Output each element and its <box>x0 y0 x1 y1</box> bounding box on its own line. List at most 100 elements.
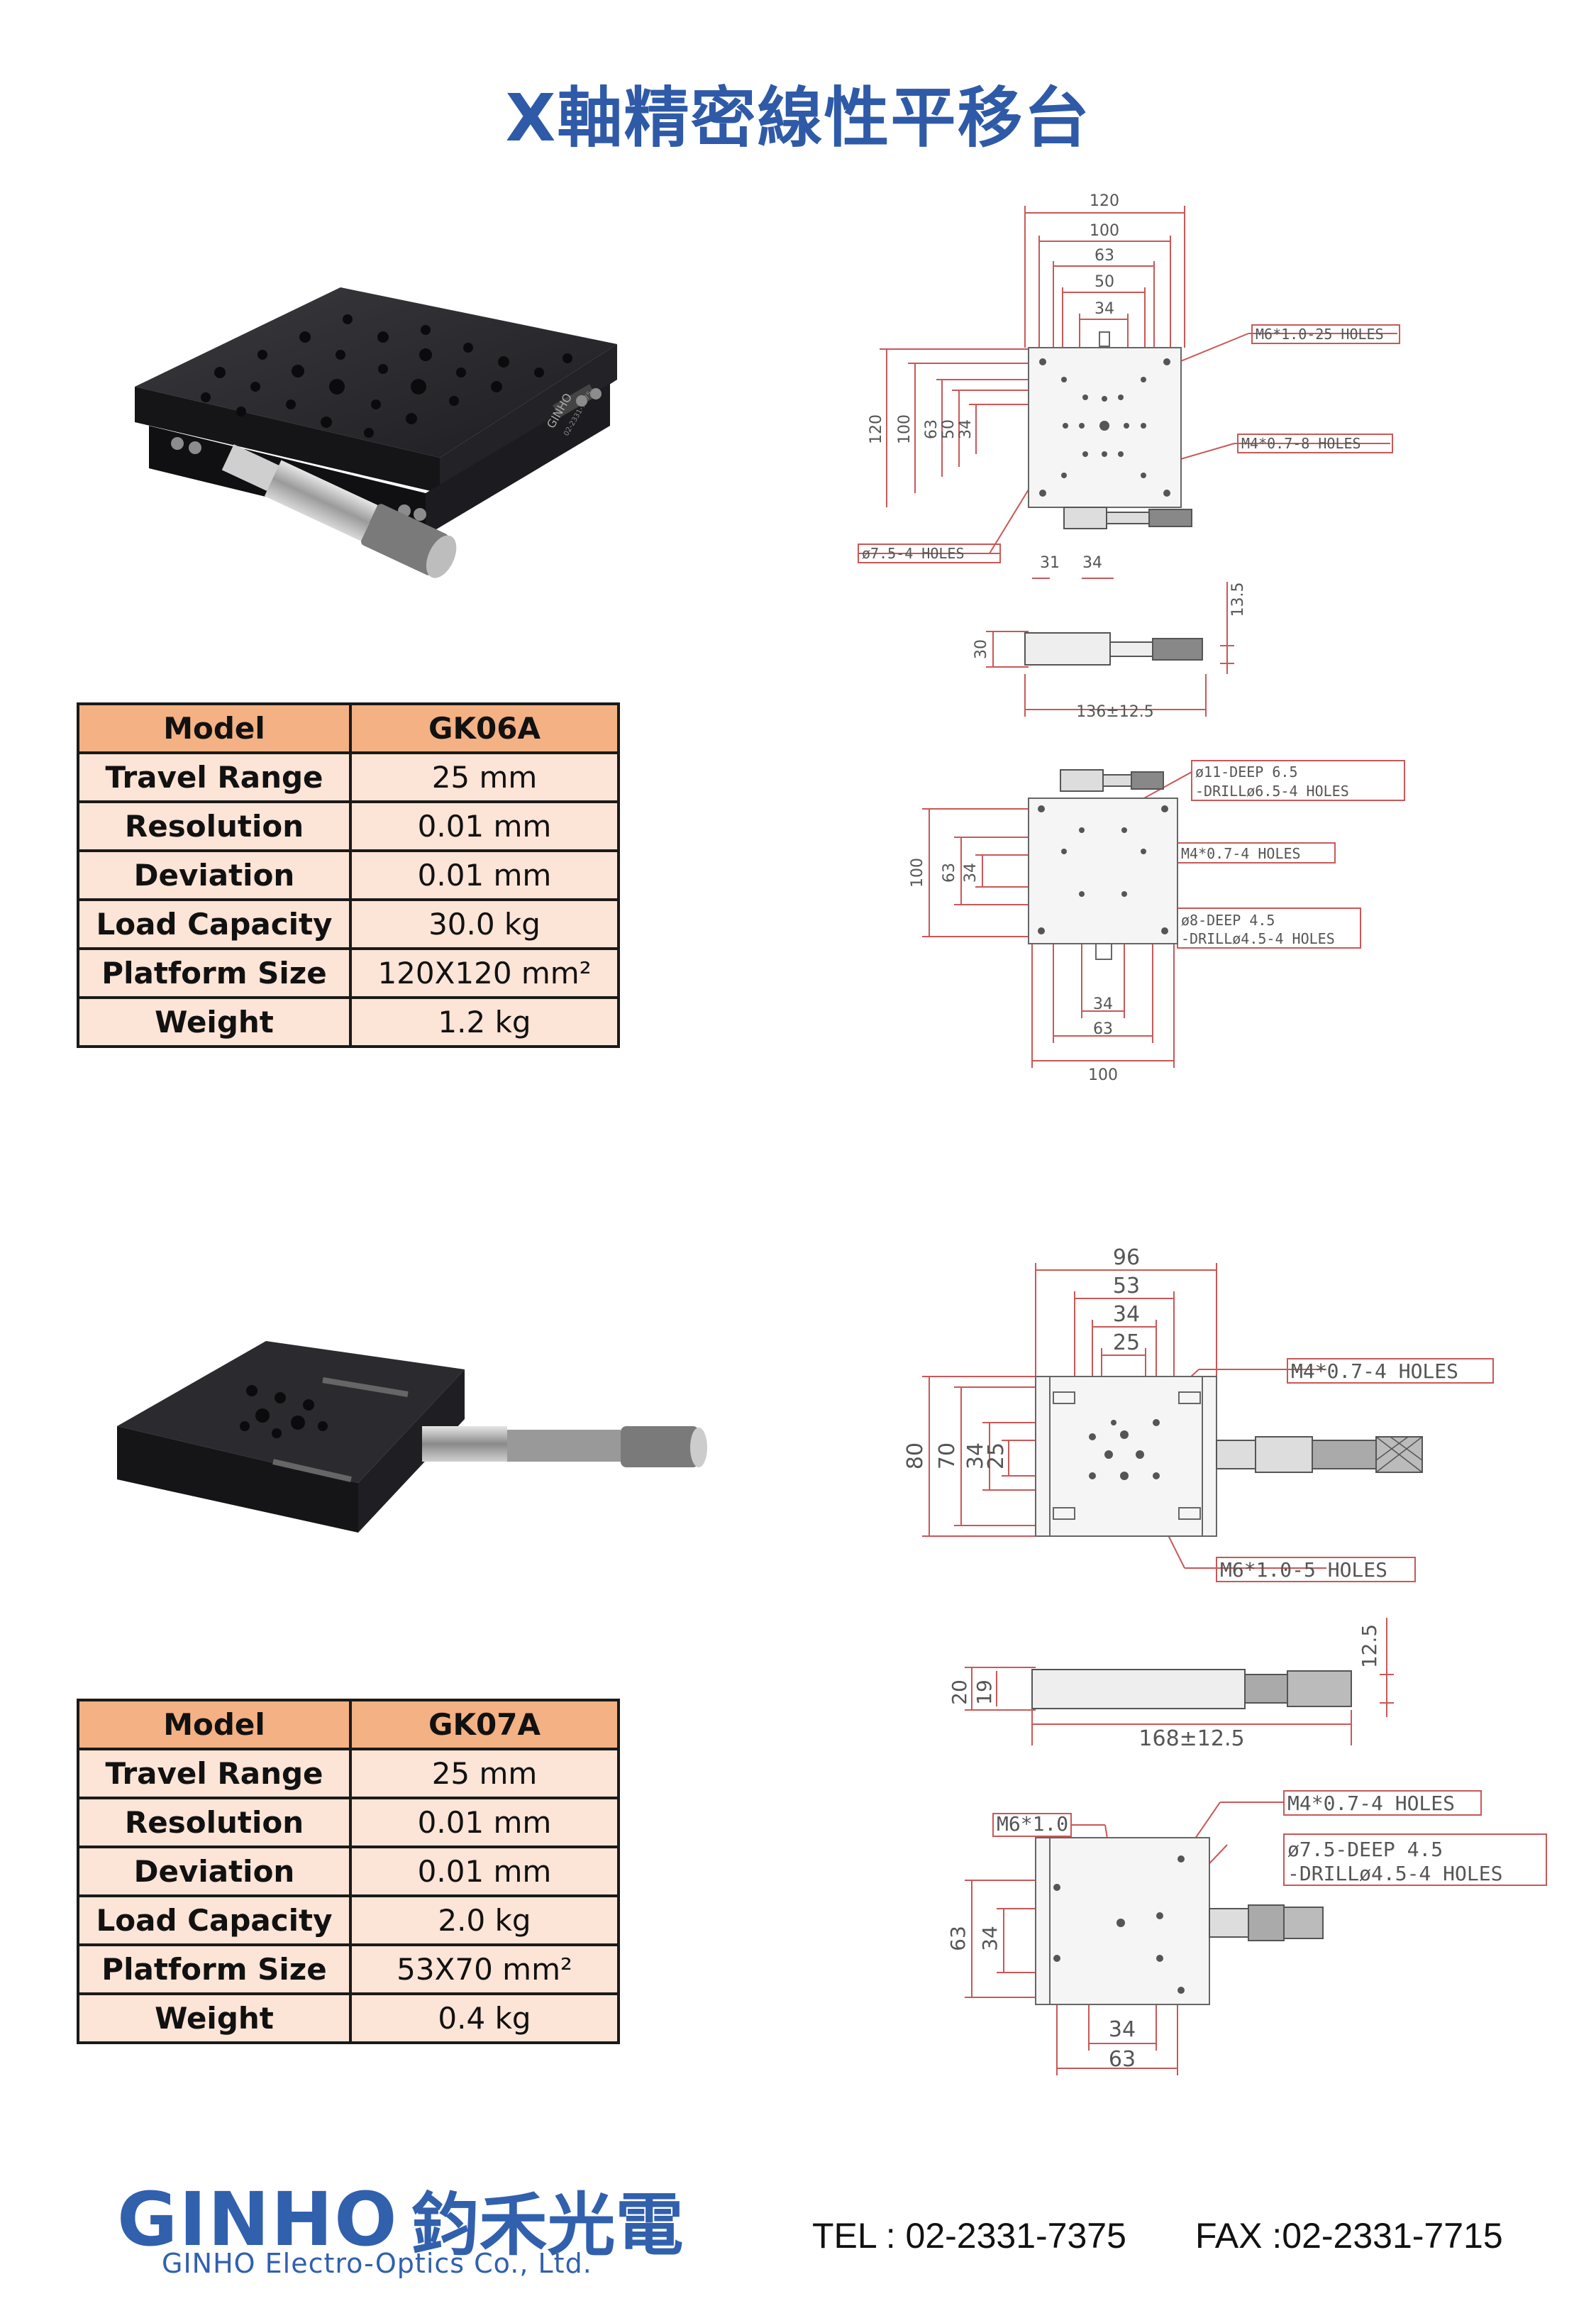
spec-value: GK07A <box>349 1699 620 1750</box>
bv2-bottom-0: 34 <box>1109 2017 1136 2042</box>
dim-bottom-1: 34 <box>1082 554 1102 572</box>
bv-bottom-0: 34 <box>1093 995 1113 1013</box>
spec-label: Load Capacity <box>77 898 352 950</box>
callout-m4: M4*0.7-8 HOLES <box>1241 435 1361 452</box>
contact-tel: TEL : 02-2331-7375 <box>812 2216 1126 2256</box>
spec-label: Platform Size <box>77 947 352 999</box>
spec-value: 30.0 kg <box>349 898 620 950</box>
bv-side-2: 34 <box>962 863 980 883</box>
spec-value: 120X120 mm² <box>349 947 620 999</box>
spec-label: Travel Range <box>77 1748 352 1799</box>
gk06a-photo: GINHO 02-2331-7375 <box>135 287 617 578</box>
side-length: 136±12.5 <box>1076 703 1153 721</box>
gk07a-side-drawing: 20 19 12.5 168±12.5 <box>951 1618 1394 1751</box>
company-name: GINHO Electro-Optics Co., Ltd. <box>162 2248 592 2279</box>
bv-side-1: 63 <box>941 863 958 883</box>
bv2-bottom-1: 63 <box>1109 2047 1136 2072</box>
dim-side-0: 120 <box>868 414 885 444</box>
spec-label: Model <box>77 702 352 754</box>
dim2-side-2: 34 <box>963 1442 988 1469</box>
bv2-callout-0: M4*0.7-4 HOLES <box>1287 1792 1455 1815</box>
bv-callout-3: ø8-DEEP 4.5 <box>1181 912 1275 929</box>
dim-top-4: 34 <box>1095 300 1114 318</box>
dim-side-2: 63 <box>923 419 941 439</box>
spec-label: Weight <box>77 1992 352 2044</box>
gk06a-top-drawing: 120 100 63 50 34 120 100 63 50 34 31 34 … <box>858 192 1400 579</box>
bv-callout-4: -DRILLø4.5-4 HOLES <box>1181 930 1335 947</box>
spec-value: 2.0 kg <box>349 1894 620 1946</box>
gk07a-top-drawing: 96 53 34 25 80 70 34 25 M4*0.7-4 HOLES M… <box>903 1245 1494 1582</box>
bv-callout-0: ø11-DEEP 6.5 <box>1195 763 1298 780</box>
dim2-side-3: 25 <box>984 1442 1009 1469</box>
bv2-callout-1: ø7.5-DEEP 4.5 <box>1287 1838 1443 1861</box>
side2-offset: 12.5 <box>1358 1624 1381 1668</box>
spec-value: 0.01 mm <box>349 800 620 852</box>
callout-m6: M6*1.0-25 HOLES <box>1256 326 1384 343</box>
spec-label: Platform Size <box>77 1943 352 1995</box>
bv-callout-1: -DRILLø6.5-4 HOLES <box>1195 783 1349 800</box>
gk06a-side-drawing: 30 13.5 136±12.5 <box>972 582 1247 721</box>
spec-label: Deviation <box>77 849 352 901</box>
callout2-m6: M6*1.0-5 HOLES <box>1220 1558 1387 1582</box>
dim-side-1: 100 <box>896 414 914 444</box>
bv-bottom-2: 100 <box>1088 1066 1118 1084</box>
spec-label: Resolution <box>77 800 352 852</box>
contact-fax: FAX :02-2331-7715 <box>1195 2216 1503 2256</box>
dim-top-1: 100 <box>1090 222 1119 240</box>
dim-top-3: 50 <box>1095 273 1114 291</box>
spec-label: Weight <box>77 996 352 1048</box>
bv-bottom-1: 63 <box>1093 1020 1113 1038</box>
spec-value: 0.4 kg <box>349 1992 620 2044</box>
spec-value: 25 mm <box>349 1748 620 1799</box>
dim2-side-1: 70 <box>935 1442 960 1469</box>
side-offset: 13.5 <box>1229 583 1247 617</box>
dim2-top-2: 34 <box>1113 1302 1140 1327</box>
page-title: X軸精密線性平移台 <box>505 80 1091 156</box>
spec-value: 0.01 mm <box>349 1846 620 1897</box>
callout-d75: ø7.5-4 HOLES <box>862 545 965 562</box>
spec-label: Travel Range <box>77 751 352 803</box>
side-height: 30 <box>972 639 990 659</box>
dim-top-0: 120 <box>1090 192 1119 210</box>
bv-callout-2: M4*0.7-4 HOLES <box>1181 845 1301 862</box>
spec-value: 0.01 mm <box>349 1797 620 1848</box>
bv2-side-1: 34 <box>978 1926 1002 1951</box>
dim-side-3: 50 <box>940 419 958 439</box>
spec-value: GK06A <box>349 702 620 754</box>
callout2-m4: M4*0.7-4 HOLES <box>1291 1359 1458 1383</box>
logo-brand-text: GINHO <box>117 2175 399 2263</box>
side2-height-inner: 19 <box>972 1679 996 1705</box>
spec-value: 25 mm <box>349 751 620 803</box>
dim-side-4: 34 <box>957 419 975 439</box>
side2-height-outer: 20 <box>951 1679 971 1705</box>
spec-label: Model <box>77 1699 352 1750</box>
dim2-top-3: 25 <box>1113 1330 1140 1355</box>
gk07a-bottom-drawing: M6*1.0 63 34 34 63 M4*0.7-4 HOLES ø7.5-D… <box>946 1790 1547 2075</box>
gk06a-bottom-drawing: 100 63 34 34 63 100 ø11-DEEP 6.5 -DRILLø… <box>909 760 1405 1084</box>
spec-label: Load Capacity <box>77 1894 352 1946</box>
dim2-side-0: 80 <box>903 1442 928 1469</box>
spec-label: Deviation <box>77 1846 352 1897</box>
logo-brand-cn: 鈞禾光電 <box>411 2185 684 2265</box>
spec-label: Resolution <box>77 1797 352 1848</box>
spec-value: 1.2 kg <box>349 996 620 1048</box>
dim2-top-1: 53 <box>1113 1274 1140 1298</box>
gk07a-photo <box>117 1341 707 1533</box>
side2-length: 168±12.5 <box>1138 1726 1244 1751</box>
bv-side-0: 100 <box>909 858 926 888</box>
dim-top-2: 63 <box>1095 247 1114 265</box>
